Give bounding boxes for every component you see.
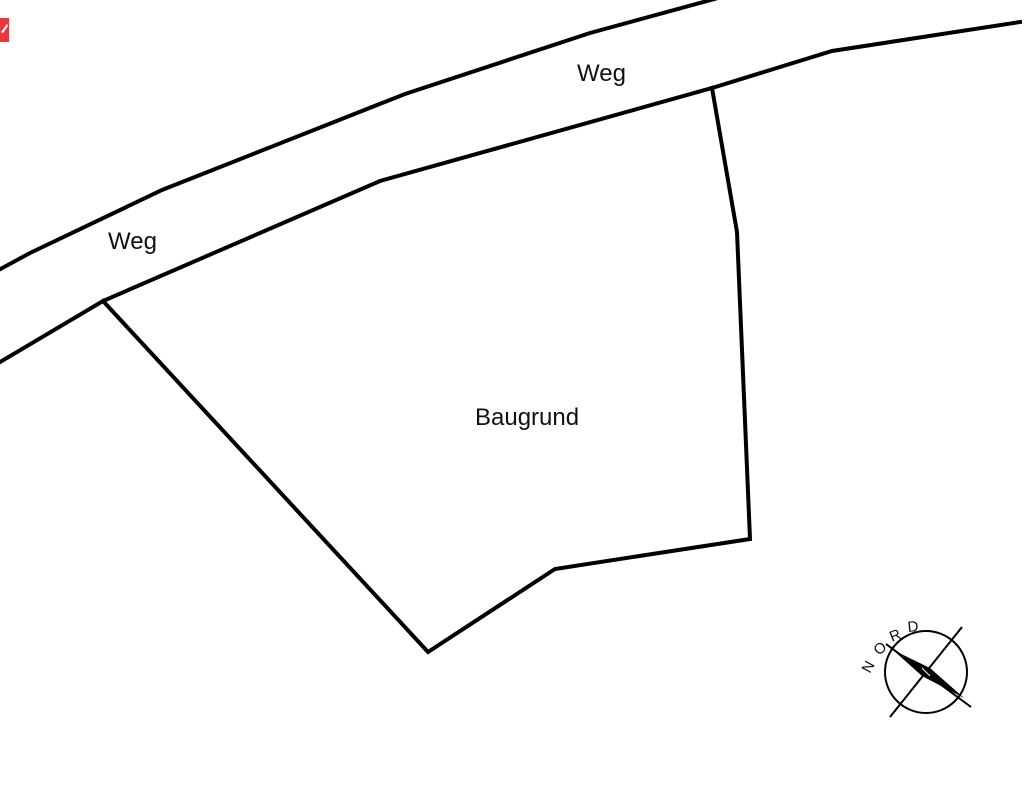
red-corner-logo-icon <box>0 18 9 42</box>
road-lower-edge <box>0 85 715 365</box>
compass-letter-n: N <box>859 658 879 676</box>
road-label-left: Weg <box>108 228 157 255</box>
plot-boundary <box>100 85 753 655</box>
road-label-right: Weg <box>577 60 626 87</box>
plot-label: Baugrund <box>475 404 579 431</box>
road-upper-edge <box>0 0 719 272</box>
compass-letter-r: R <box>887 626 904 646</box>
road-upper-right-edge <box>709 19 1023 91</box>
north-arrow-compass-icon: N O R D <box>859 618 972 718</box>
compass-letter-d: D <box>907 618 919 636</box>
